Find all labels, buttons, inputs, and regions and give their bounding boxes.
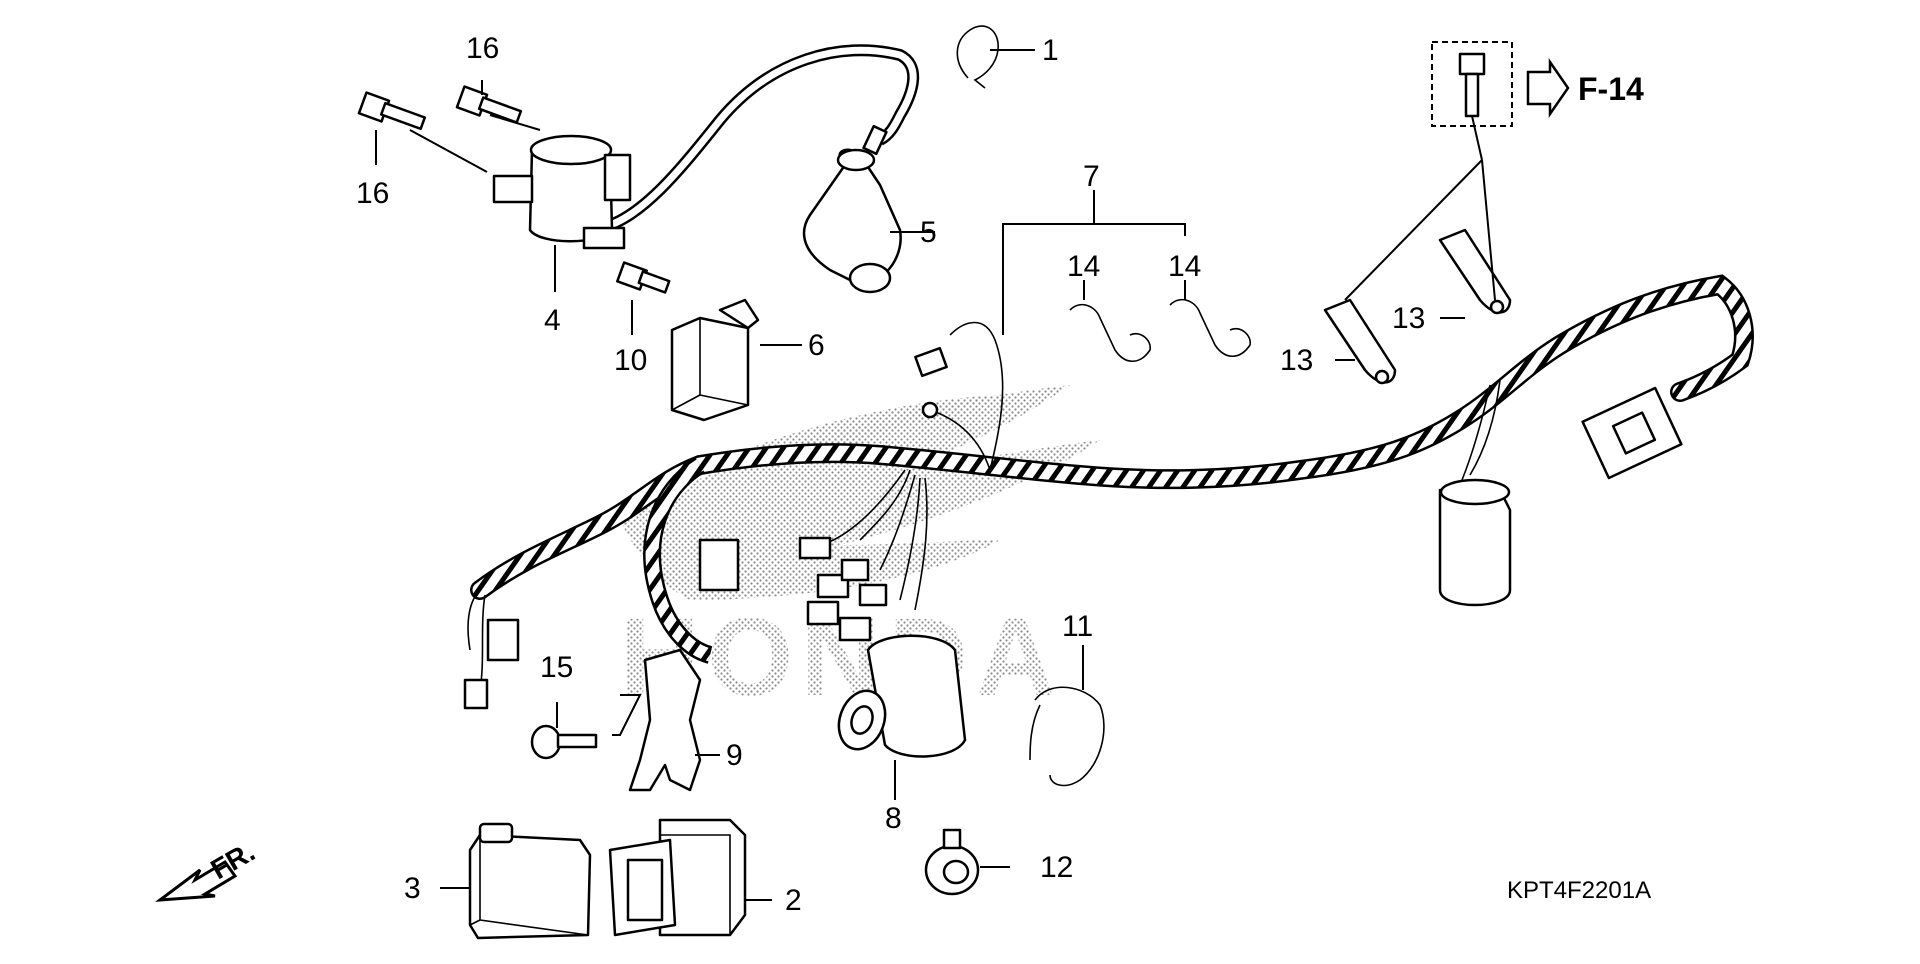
part-bolt-16-a — [357, 91, 427, 131]
callout-6: 6 — [808, 329, 825, 362]
reference-box — [1431, 41, 1513, 127]
part-bracket-9 — [628, 648, 702, 792]
callout-9: 9 — [726, 739, 743, 772]
callout-5: 5 — [920, 216, 937, 249]
leader-lines — [375, 49, 1496, 901]
diagram-code: KPT4F2201A — [1507, 877, 1651, 904]
callout-8: 8 — [885, 802, 902, 835]
callout-16-a: 16 — [466, 32, 499, 65]
part-cdi-unit-3 — [468, 822, 592, 940]
part-clip-12 — [924, 828, 980, 896]
reference-label: F-14 — [1578, 71, 1644, 107]
callout-7: 7 — [1083, 160, 1100, 193]
part-relay-6 — [670, 298, 760, 422]
part-plug-cap-5 — [802, 148, 902, 294]
part-bolt-15 — [530, 724, 598, 760]
part-bracket-13-b — [1438, 228, 1512, 315]
wire-harness — [463, 274, 1754, 710]
callout-13-b: 13 — [1392, 302, 1425, 335]
callout-1: 1 — [1042, 34, 1059, 67]
front-arrow-icon — [155, 860, 238, 902]
callout-14-a: 14 — [1067, 250, 1100, 283]
callout-12: 12 — [1040, 851, 1073, 884]
callout-15: 15 — [540, 651, 573, 684]
callout-3: 3 — [404, 872, 421, 905]
callout-14-b: 14 — [1168, 250, 1201, 283]
callout-16-b: 16 — [356, 177, 389, 210]
callout-13-a: 13 — [1280, 344, 1313, 377]
part-bolt-ref — [1458, 52, 1486, 118]
part-ignition-coil-4 — [492, 44, 920, 250]
reference-arrow-icon — [1526, 57, 1570, 119]
part-clamp-14-b — [1169, 298, 1251, 358]
part-bracket-13-a — [1323, 298, 1397, 385]
part-band-11 — [1029, 686, 1105, 787]
part-regulator-2 — [608, 818, 747, 937]
part-bolt-10 — [616, 261, 671, 294]
part-bolt-16-b — [455, 85, 523, 124]
callout-10: 10 — [614, 344, 647, 377]
callout-11: 11 — [1062, 610, 1093, 643]
part-condenser-8 — [837, 634, 967, 758]
part-clip-1 — [956, 25, 999, 89]
callout-2: 2 — [785, 884, 802, 917]
part-clamp-14-a — [1069, 303, 1151, 363]
callout-4: 4 — [544, 304, 561, 337]
